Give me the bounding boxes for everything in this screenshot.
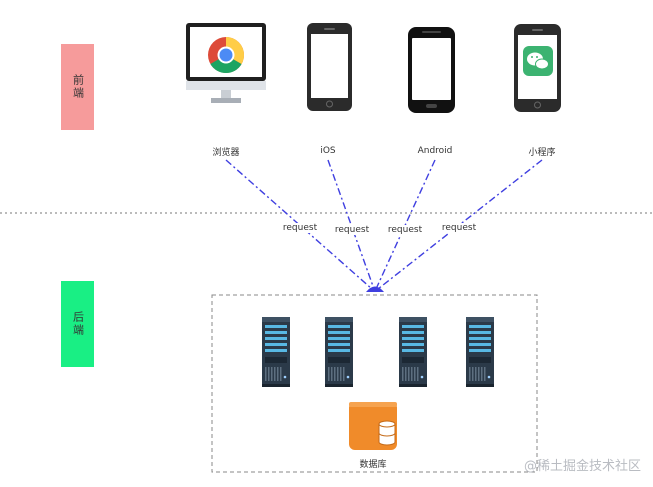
backend-label: 后端	[71, 311, 85, 337]
request-label: request	[333, 225, 371, 235]
request-line-miniprogram	[377, 159, 543, 290]
iphone-icon	[307, 23, 352, 111]
request-line-android	[375, 159, 436, 290]
request-label: request	[440, 223, 478, 233]
database-icon	[349, 402, 397, 450]
client-label-ios: iOS	[320, 146, 336, 156]
server-icon	[325, 317, 353, 387]
server-icon	[399, 317, 427, 387]
request-line-browser	[225, 159, 373, 290]
client-label-miniprogram: 小程序	[528, 148, 556, 158]
watermark: @稀土掘金技术社区	[523, 459, 641, 474]
backend-boundary	[211, 294, 538, 473]
request-arrowhead	[366, 286, 384, 292]
frontend-label: 前端	[71, 74, 85, 100]
client-label-android: Android	[417, 146, 453, 156]
frontend-tier-box	[61, 44, 94, 130]
request-lines	[225, 159, 543, 290]
request-label: request	[386, 225, 424, 235]
backend-tier-box	[61, 281, 94, 367]
android-phone-icon	[408, 27, 455, 113]
monitor-chrome-icon	[186, 23, 266, 103]
client-label-browser: 浏览器	[212, 148, 240, 158]
wechat-phone-icon	[514, 24, 561, 112]
server-icon	[262, 317, 290, 387]
database-label: 数据库	[359, 460, 387, 470]
server-icon	[466, 317, 494, 387]
request-label: request	[281, 223, 319, 233]
